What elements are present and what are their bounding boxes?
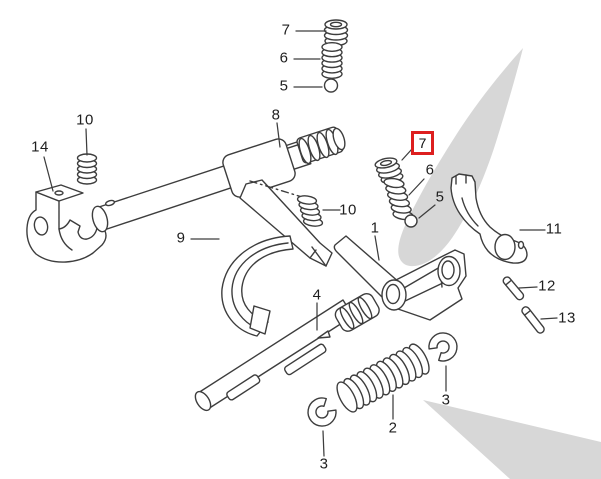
part-10-spring-left <box>76 153 98 185</box>
callout-1: 1 <box>370 219 380 237</box>
callout-7-top: 7 <box>281 21 291 39</box>
callout-9: 9 <box>176 229 186 247</box>
part-11-arm <box>450 173 528 264</box>
part-12-pin <box>502 276 525 301</box>
callout-10-right: 10 <box>339 201 357 219</box>
callout-12: 12 <box>538 277 556 295</box>
leader-lines <box>43 30 558 457</box>
reference-dash-dot-line <box>249 180 303 198</box>
callout-6-top: 6 <box>279 49 289 67</box>
callout-14: 14 <box>31 138 49 156</box>
part-1-shift-arm-assembly <box>333 235 467 332</box>
part-2-spring <box>336 343 430 413</box>
callout-4: 4 <box>312 286 322 304</box>
callout-5-top: 5 <box>279 77 289 95</box>
watermark-swoosh <box>398 48 601 479</box>
callout-3-left: 3 <box>319 455 329 473</box>
callout-3-right: 3 <box>441 391 451 409</box>
part-5-ball-top <box>323 78 339 93</box>
callout-8: 8 <box>271 106 281 124</box>
part-3-circlip-right <box>428 332 458 362</box>
part-3-circlip-left <box>307 397 337 427</box>
callout-6-right: 6 <box>425 161 435 179</box>
callout-11: 11 <box>545 220 563 238</box>
part-6-spring-top <box>321 42 343 79</box>
part-7-plug-top <box>323 19 349 47</box>
part-14-holder-bracket <box>26 184 107 263</box>
callout-5-right: 5 <box>435 188 445 206</box>
part-6-spring-right <box>383 177 414 221</box>
callout-2: 2 <box>388 419 398 437</box>
part-9-shift-fork <box>221 138 333 337</box>
part-13-pin <box>521 306 545 334</box>
part-4-shaft <box>194 299 354 412</box>
highlighted-callout-7[interactable]: 7 <box>411 131 434 155</box>
callout-13: 13 <box>558 309 576 327</box>
part-5-ball-right <box>404 214 418 228</box>
callout-10-left: 10 <box>76 111 94 129</box>
part-10-spring-right <box>296 195 324 227</box>
